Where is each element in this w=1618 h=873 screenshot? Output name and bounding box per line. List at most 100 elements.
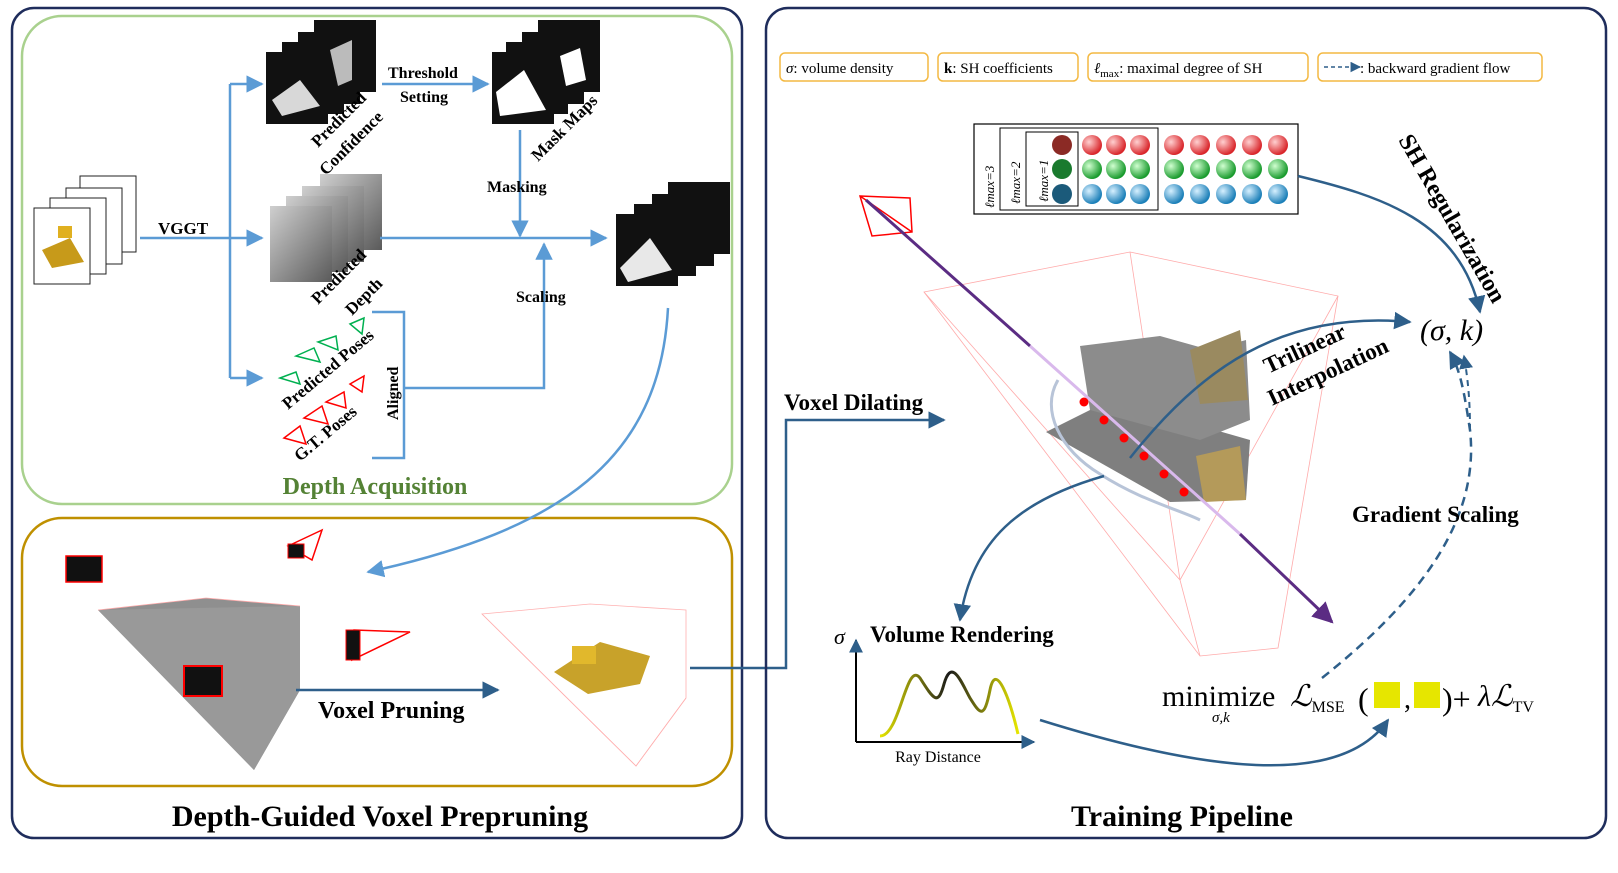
loss-open-paren: ( [1358, 681, 1369, 717]
left-panel-title: Depth-Guided Voxel Prepruning [172, 800, 588, 833]
legend-sigma-text: : volume density [793, 61, 893, 77]
pruned-voxel-scene [481, 603, 687, 767]
sh-basis-sphere [1130, 159, 1150, 179]
voxel-pruning-label: Voxel Pruning [318, 698, 464, 724]
loss-lambda: λ [1477, 680, 1491, 713]
legend-backward-box [1317, 52, 1543, 82]
sh-l0-sphere [1052, 135, 1072, 155]
sh-basis-sphere [1190, 159, 1210, 179]
ray-sample-point [1159, 469, 1169, 479]
mask-maps-stack [492, 20, 600, 124]
gt-color-box [1414, 682, 1440, 708]
loss-mse-term: ℒMSE [1290, 680, 1345, 716]
to-loss-arrow [1039, 718, 1390, 767]
sh-l0-sphere [1052, 159, 1072, 179]
loss-minimize-under: σ,k [1212, 710, 1230, 726]
sh-basis-sphere [1130, 184, 1150, 204]
input-images [33, 175, 137, 285]
depth-acquisition-title: Depth Acquisition [283, 474, 468, 500]
dense-voxel-cube [97, 597, 301, 770]
ray-segment-end [1238, 532, 1334, 624]
gt-poses-glyphs [282, 374, 365, 446]
legend: σ: volume density k: SH coefficients ℓma… [779, 52, 1543, 82]
sh-l0-sphere [1052, 184, 1072, 204]
ray-sample-point [1179, 487, 1189, 497]
sigma-k-label: (σ, k) [1420, 314, 1483, 347]
predicted-depth-stack [270, 174, 382, 282]
sh-basis-sphere [1164, 184, 1184, 204]
vggt-label: VGGT [158, 219, 209, 238]
sh-basis-sphere [1216, 159, 1236, 179]
legend-k-text: : SH coefficients [952, 61, 1053, 77]
legend-lmax-sym: ℓ [1094, 61, 1100, 77]
legend-k-box [937, 52, 1079, 82]
ray-sample-point [1099, 415, 1109, 425]
gt-poses-label: G.T. Poses [290, 402, 361, 465]
sh-basis-sphere [1106, 135, 1126, 155]
setting-label: Setting [400, 89, 448, 106]
sh-basis-sphere [1164, 159, 1184, 179]
sh-basis-sphere [1190, 184, 1210, 204]
predicted-confidence-stack [266, 20, 376, 124]
interpolation-arrow [1129, 311, 1412, 459]
sh-basis-sphere [1268, 159, 1288, 179]
camera-thumbnails [65, 528, 411, 662]
aligned-label: Aligned [385, 367, 402, 420]
right-panel-title: Training Pipeline [1071, 800, 1293, 833]
ray-sample-point [1119, 433, 1129, 443]
legend-sigma-sym: σ [786, 61, 794, 77]
sh-basis-sphere [1082, 159, 1102, 179]
sh-basis-sphere [1268, 135, 1288, 155]
sh-basis-sphere [1242, 159, 1262, 179]
scaling-label: Scaling [516, 289, 566, 306]
backward-gradient-arrow-2 [1459, 354, 1473, 431]
gradient-scaling-label: Gradient Scaling [1352, 502, 1519, 527]
left-panel-frame [10, 6, 744, 840]
svg-text:ℓmax: maximal degree of SH: ℓmax: maximal degree of SH [1094, 61, 1263, 80]
sh-basis-sphere [1268, 184, 1288, 204]
backward-gradient-arrow [1321, 350, 1473, 679]
volume-rendering-label: Volume Rendering [870, 622, 1054, 647]
ray-segment-light [865, 198, 1031, 348]
loss-minimize: minimize [1162, 680, 1275, 713]
depth-acquisition-frame [20, 14, 734, 506]
panel-connector [690, 411, 946, 670]
aligned-bracket [372, 310, 406, 460]
voxel-prepruning-frame [20, 516, 734, 788]
svg-text:k: SH coefficients: k: SH coefficients [944, 61, 1053, 77]
sh-basis-sphere [1216, 135, 1236, 155]
masked-depth-stack [616, 182, 730, 286]
loss-mse-sub: MSE [1312, 699, 1345, 716]
predicted-poses-glyphs [277, 316, 365, 386]
legend-lmax-text: : maximal degree of SH [1119, 61, 1262, 77]
sh-row-label-3: ℓmax=3 [982, 165, 997, 208]
ray-sample-point [1079, 397, 1089, 407]
sh-row-label-1: ℓmax=1 [1036, 160, 1051, 202]
rendered-color-box [1374, 682, 1400, 708]
legend-backward-text: : backward gradient flow [1360, 61, 1511, 77]
sh-regularization-arrow [1297, 174, 1486, 314]
to-rendering-arrow [953, 474, 1105, 622]
ray-sample-points [1079, 397, 1189, 497]
sh-basis-sphere [1216, 184, 1236, 204]
sh-basis-sphere [1130, 135, 1150, 155]
sample-bracket [1049, 379, 1201, 522]
legend-lmax-sub: max [1100, 68, 1119, 80]
loss-tv-sub: TV [1513, 699, 1535, 716]
voxel-dilating-label: Voxel Dilating [784, 390, 924, 415]
threshold-label: Threshold [388, 65, 458, 82]
sh-basis-sphere [1106, 159, 1126, 179]
right-panel-frame [764, 6, 1608, 840]
density-plot [849, 638, 1036, 749]
loss-comma: , [1404, 684, 1411, 715]
sh-basis-sphere [1082, 184, 1102, 204]
voxel-scene [923, 251, 1339, 657]
to-prepruning-arrow [366, 307, 670, 578]
svg-text:σ: volume density: σ: volume density [786, 61, 894, 77]
ray-sample-point [1139, 451, 1149, 461]
sh-regularization-label: SH Regularization [1393, 130, 1511, 308]
scaling-path [404, 242, 553, 390]
sh-basis-sphere [1082, 135, 1102, 155]
plot-x-label: Ray Distance [895, 749, 981, 766]
